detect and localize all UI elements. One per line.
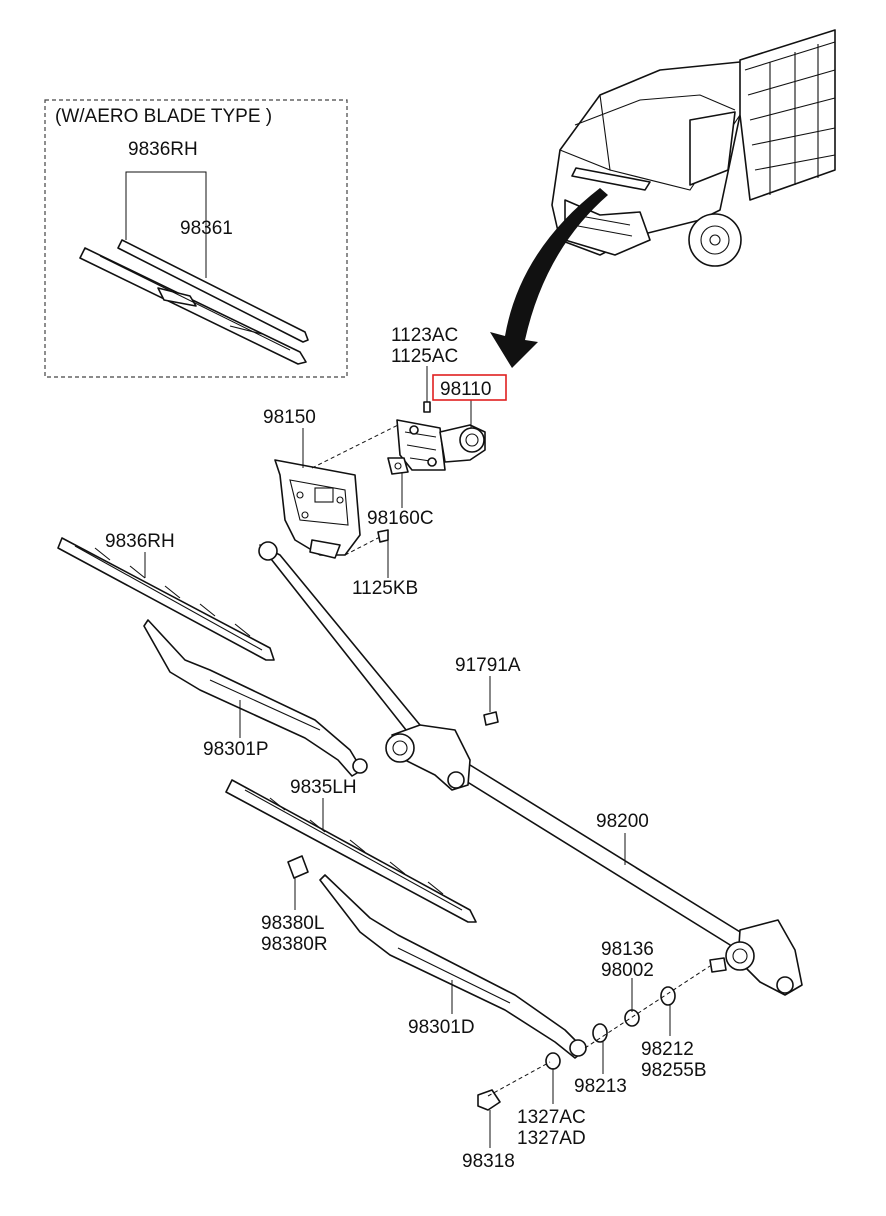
aero-blade-drawing: [79, 239, 309, 365]
label-98110: 98110: [440, 379, 491, 400]
motor-bracket-98150: [274, 424, 399, 559]
bolt-91791a: [483, 711, 499, 726]
wiper-linkage-98200: [258, 541, 803, 996]
inset-label-9836rh: 9836RH: [128, 139, 198, 160]
cap-98380: [287, 855, 309, 879]
inset-frame: [44, 99, 348, 378]
wiper-blade-9835lh: [225, 779, 477, 923]
inset-title: (W/AERO BLADE TYPE ): [55, 106, 272, 127]
washer-98212: [660, 986, 676, 1006]
cap-98318: [477, 1089, 501, 1111]
wiper-arm-98301d: [319, 874, 587, 1059]
label-1125ac: 1125AC: [391, 346, 458, 367]
truck-illustration: [551, 29, 836, 267]
label-98380r: 98380R: [261, 934, 328, 955]
label-1123ac: 1123AC: [391, 325, 458, 346]
callout-arrow: [490, 188, 608, 368]
highlight-box-98110: [432, 374, 507, 401]
label-98160c: 98160C: [367, 508, 434, 529]
nut-1327ac: [545, 1052, 561, 1070]
nut-98136: [624, 1009, 640, 1027]
label-98255b: 98255B: [641, 1060, 707, 1081]
label-9836rh: 9836RH: [105, 531, 175, 552]
label-98200: 98200: [596, 811, 649, 832]
label-1125kb: 1125KB: [352, 578, 418, 599]
label-91791a: 91791A: [455, 655, 521, 676]
label-98301d: 98301D: [408, 1017, 475, 1038]
label-1327ad: 1327AD: [517, 1128, 586, 1149]
leader-lines: [144, 366, 671, 1148]
wiper-blade-9836rh: [57, 537, 275, 661]
wiper-arm-98301p: [143, 619, 368, 777]
label-98318: 98318: [462, 1151, 515, 1172]
washer-98213: [592, 1023, 608, 1043]
label-98002: 98002: [601, 960, 654, 981]
label-98212: 98212: [641, 1039, 694, 1060]
label-98213: 98213: [574, 1076, 627, 1097]
label-9835lh: 9835LH: [290, 777, 357, 798]
label-98380l: 98380L: [261, 913, 324, 934]
label-98150: 98150: [263, 407, 316, 428]
aero-blade-inset: (W/AERO BLADE TYPE ) 9836RH 98361: [44, 99, 348, 378]
wiper-motor: [387, 401, 486, 475]
label-1327ac: 1327AC: [517, 1107, 586, 1128]
label-98136: 98136: [601, 939, 654, 960]
label-98301p: 98301P: [203, 739, 269, 760]
